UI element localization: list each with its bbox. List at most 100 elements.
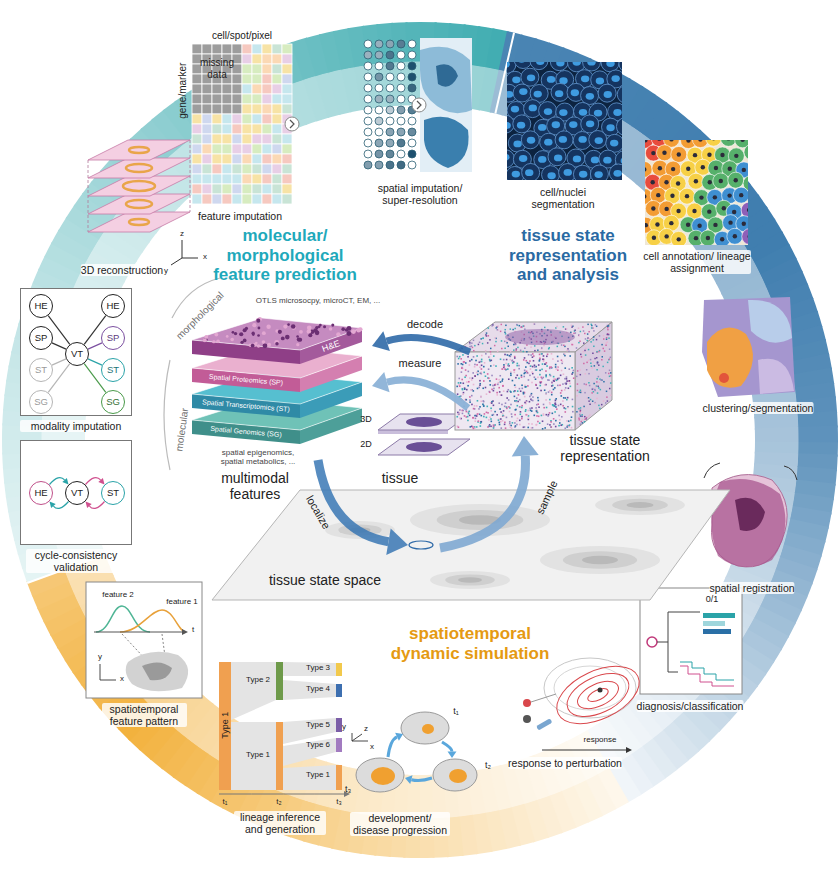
progress-arrow-head [395,733,403,741]
noise-dot [480,361,482,363]
he-texture [256,319,259,322]
noise-dot [553,380,555,382]
nucleus [699,195,703,199]
noise-dot [469,360,471,362]
noise-dot [508,363,510,365]
spot [375,62,383,70]
spot [397,161,405,169]
noise-dot [539,385,541,387]
noise-dot [462,382,464,384]
nucleus [511,106,519,113]
noise-dot [553,418,555,420]
noise-dot [540,381,542,383]
noise-dot [504,332,506,334]
matrix-cell [252,184,262,194]
noise-dot [543,355,545,357]
score-bar [703,629,731,634]
noise-dot [514,422,516,424]
noise-dot [538,364,540,366]
noise-dot [494,424,496,426]
noise-dot [553,378,555,380]
noise-dot [561,370,563,372]
matrix-cell [212,44,222,54]
state-marker [409,541,433,549]
noise-dot [532,396,534,398]
noise-dot [592,388,594,390]
matrix-cell [262,64,272,74]
noise-dot [565,328,567,330]
matrix-cell [282,94,292,104]
noise-dot [544,327,546,329]
nucleus [512,76,520,83]
panel-ground [20,440,132,545]
noise-dot [524,426,526,428]
noise-dot [504,406,506,408]
noise-dot [593,336,595,338]
matrix-cell [252,44,262,54]
matrix-cell [192,184,202,194]
step-button [412,98,426,112]
nucleus [706,236,710,240]
noise-dot [468,413,470,415]
cell [513,115,531,133]
noise-dot [553,376,555,378]
nucleus [694,179,698,183]
slice [378,439,470,455]
lesion [371,767,395,785]
noise-dot [519,420,521,422]
noise-dot [514,369,516,371]
noise-dot [476,405,478,407]
noise-dot [553,405,555,407]
noise-dot [592,389,594,391]
map-ground [420,38,472,172]
matrix-cell [232,144,242,154]
feature-matrix [192,44,292,204]
noise-dot [516,365,518,367]
noise-dot [558,415,560,417]
he-texture [213,341,216,344]
matrix-cell [232,94,242,104]
nucleus [728,167,732,171]
noise-dot [516,324,518,326]
matrix-cell [232,114,242,124]
matrix-cell [282,144,292,154]
noise-dot [521,376,523,378]
map-region [424,117,469,168]
nucleus [740,140,744,142]
matrix-cell [242,54,252,64]
nucleus [714,166,718,170]
noise-dot [557,366,559,368]
noise-dot [550,366,552,368]
noise-dot [595,324,597,326]
noise-dot [456,356,458,358]
noise-dot [480,372,482,374]
noise-dot [549,424,551,426]
feature-curve [120,610,186,632]
noise-dot [500,418,502,420]
noise-dot [545,374,547,376]
noise-dot [573,333,575,335]
nucleus [722,206,726,210]
nucleus [645,194,646,198]
noise-dot [609,388,611,390]
ring-inner [219,111,254,156]
nucleus [651,151,655,155]
noise-dot [609,348,611,350]
nucleus [579,109,587,116]
nucleus [734,154,738,158]
lesion [422,724,434,734]
noise-dot [489,339,491,341]
noise-dot [563,373,565,375]
noise-dot [467,416,469,418]
noise-dot [549,347,551,349]
noise-dot [459,385,461,387]
cell [550,62,568,71]
noise-dot [534,366,536,368]
noise-dot [525,410,527,412]
noise-dot [548,391,550,393]
nucleus [606,62,614,67]
nucleus [693,153,697,157]
noise-dot [474,405,476,407]
he-texture [307,326,312,331]
matrix-cell [252,84,262,94]
